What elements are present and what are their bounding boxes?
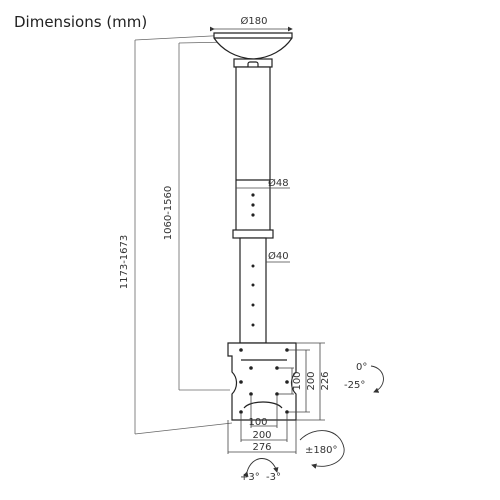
level-plus-label: +3° bbox=[240, 472, 260, 483]
upper-tube-diameter-label: Ø48 bbox=[268, 177, 289, 189]
hole-spacing-v-inner-label: 100 bbox=[292, 371, 303, 390]
tilt-arc-arrow bbox=[370, 365, 384, 393]
hole-spacing-v-mid-label: 200 bbox=[306, 371, 317, 390]
level-arc-arrow bbox=[243, 458, 279, 478]
upper-tube-holes bbox=[251, 193, 255, 217]
rotation-arc-arrow bbox=[299, 430, 345, 469]
lower-tube-holes bbox=[251, 264, 255, 327]
vesa-plate bbox=[227, 342, 297, 421]
level-minus-label: -3° bbox=[266, 472, 281, 483]
pole-height-label: 1060-1560 bbox=[163, 186, 174, 241]
overall-height-dimension bbox=[134, 34, 233, 435]
tilt-top-label: 0° bbox=[356, 362, 367, 373]
vesa-plate-holes bbox=[239, 348, 289, 414]
lower-tube-diameter-label: Ø40 bbox=[268, 250, 289, 262]
ceiling-plate-diameter-label: Ø180 bbox=[241, 15, 268, 27]
tilt-bottom-label: -25° bbox=[344, 380, 365, 391]
overall-height-label: 1173-1673 bbox=[119, 235, 130, 290]
rotation-label: ±180° bbox=[305, 445, 337, 456]
hole-spacing-h-inner-label: 100 bbox=[248, 417, 267, 428]
hole-spacing-h-mid-label: 200 bbox=[252, 430, 271, 441]
plate-height-label: 226 bbox=[320, 371, 331, 390]
upper-tube bbox=[232, 66, 274, 239]
plate-vertical-dimensions bbox=[278, 342, 325, 421]
plate-horizontal-dimensions bbox=[227, 396, 297, 454]
plate-width-label: 276 bbox=[252, 442, 271, 453]
lower-tube bbox=[239, 237, 267, 344]
diagram-title: Dimensions (mm) bbox=[14, 13, 147, 31]
pole-height-dimension bbox=[178, 41, 233, 391]
